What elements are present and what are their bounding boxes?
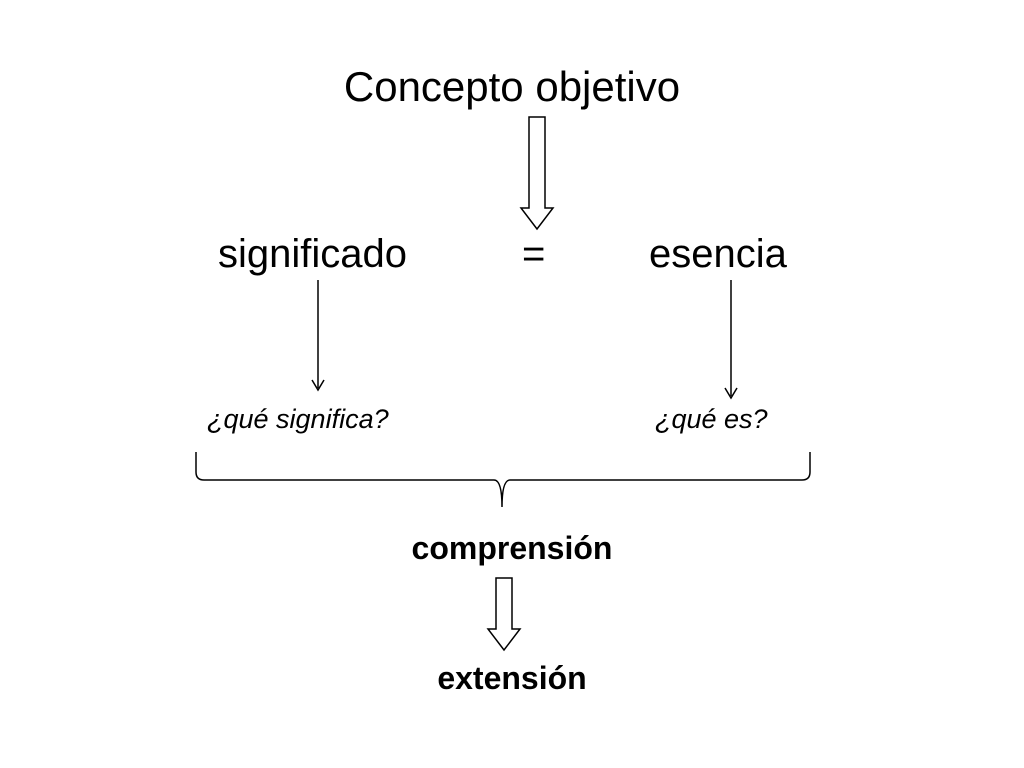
label-comprension: comprensión bbox=[411, 530, 613, 566]
grouping-brace bbox=[195, 452, 811, 508]
arrow-significado-down bbox=[311, 280, 325, 392]
question-significa: ¿qué significa? bbox=[207, 404, 389, 434]
arrow-esencia-down bbox=[724, 280, 738, 400]
diagram-title: Concepto objetivo bbox=[343, 63, 681, 110]
term-esencia: esencia bbox=[649, 232, 787, 276]
term-significado: significado bbox=[218, 232, 408, 276]
block-arrow-down-2 bbox=[486, 577, 522, 652]
question-es: ¿qué es? bbox=[655, 404, 768, 434]
equals-sign: = bbox=[522, 232, 546, 276]
block-arrow-down-1 bbox=[519, 116, 555, 231]
label-extension: extensión bbox=[437, 660, 587, 696]
